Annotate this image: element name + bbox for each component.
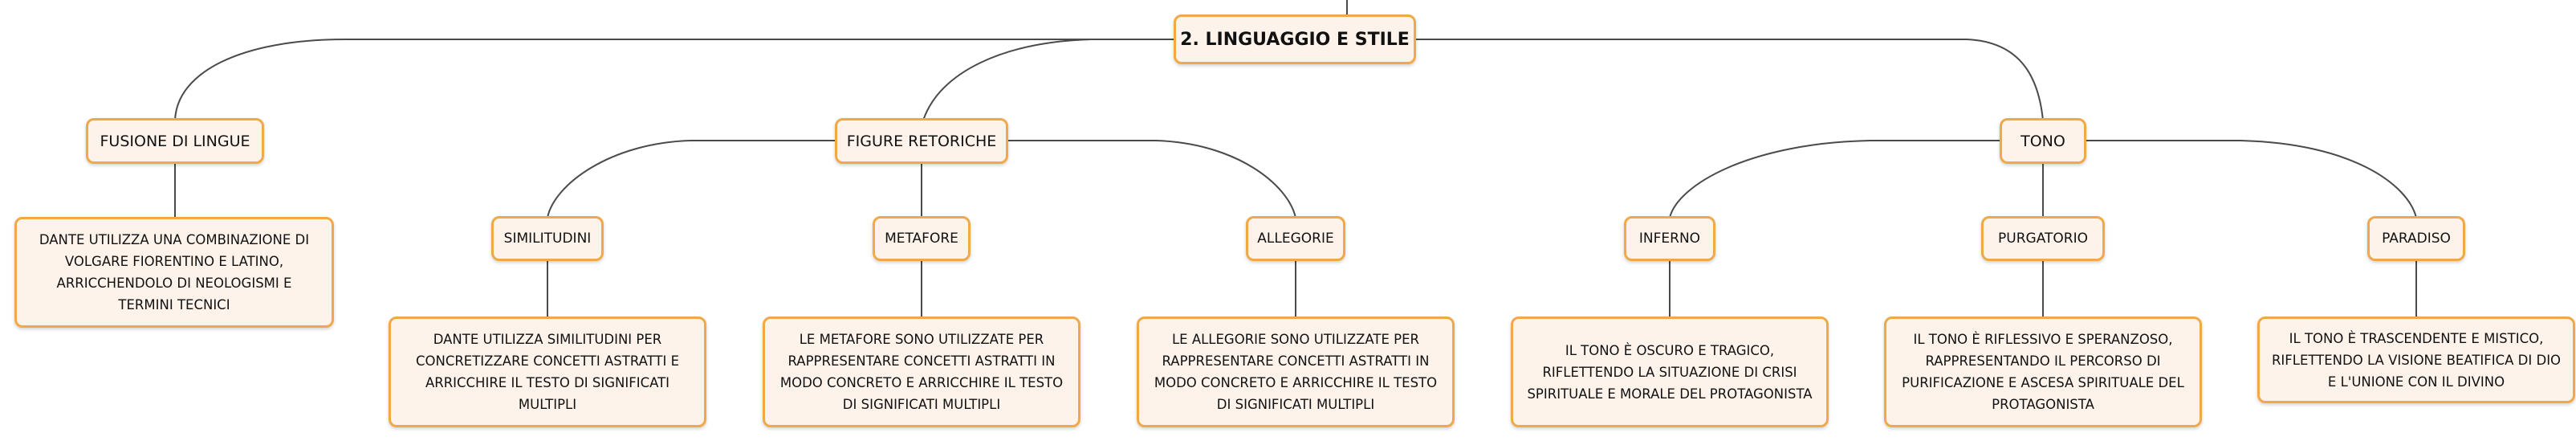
node-figure-retoriche[interactable]: FIGURE RETORICHE (835, 118, 1008, 164)
desc-similitudini[interactable]: DANTE UTILIZZA SIMILITUDINI PER CONCRETI… (389, 316, 706, 427)
node-label: ALLEGORIE (1257, 231, 1334, 247)
connector-root-tono (1416, 39, 2044, 121)
node-label: PARADISO (2382, 231, 2451, 247)
node-label: PURGATORIO (1998, 231, 2088, 247)
connector-root-fusione (174, 39, 1174, 121)
node-similitudini[interactable]: SIMILITUDINI (491, 216, 604, 261)
node-purgatorio[interactable]: PURGATORIO (1981, 216, 2105, 261)
desc-purgatorio[interactable]: IL TONO È RIFLESSIVO E SPERANZOSO, RAPPR… (1884, 316, 2202, 427)
node-label: METAFORE (885, 231, 958, 247)
node-allegorie[interactable]: ALLEGORIE (1246, 216, 1345, 261)
desc-paradiso[interactable]: IL TONO È TRASCENDENTE E MISTICO, RIFLET… (2257, 316, 2575, 403)
desc-metafore[interactable]: LE METAFORE SONO UTILIZZATE PER RAPPRESE… (763, 316, 1080, 427)
node-label: FUSIONE DI LINGUE (100, 132, 250, 150)
node-label: FIGURE RETORICHE (846, 132, 997, 150)
node-fusione-di-lingue[interactable]: FUSIONE DI LINGUE (86, 118, 264, 164)
node-label: SIMILITUDINI (503, 231, 592, 247)
desc-text: IL TONO È RIFLESSIVO E SPERANZOSO, RAPPR… (1902, 332, 2184, 412)
desc-text: LE ALLEGORIE SONO UTILIZZATE PER RAPPRES… (1154, 332, 1438, 412)
node-label: INFERNO (1638, 231, 1701, 247)
desc-text: IL TONO È TRASCENDENTE E MISTICO, RIFLET… (2271, 330, 2562, 390)
node-tono[interactable]: TONO (2000, 118, 2086, 164)
desc-fusione-di-lingue[interactable]: DANTE UTILIZZA UNA COMBINAZIONE DI VOLGA… (14, 217, 334, 328)
connector-figure-allegorie (1007, 140, 1296, 218)
root-label: 2. LINGUAGGIO E STILE (1180, 29, 1410, 50)
node-paradiso[interactable]: PARADISO (2367, 216, 2465, 261)
connector-tono-paradiso (2086, 140, 2417, 218)
node-metafore[interactable]: METAFORE (873, 216, 971, 261)
connector-tono-inferno (1669, 140, 2002, 218)
desc-inferno[interactable]: IL TONO È OSCURO E TRAGICO, RIFLETTENDO … (1511, 316, 1829, 427)
node-label: TONO (2021, 132, 2065, 150)
root-node[interactable]: 2. LINGUAGGIO E STILE (1174, 14, 1416, 64)
desc-allegorie[interactable]: LE ALLEGORIE SONO UTILIZZATE PER RAPPRES… (1137, 316, 1455, 427)
node-inferno[interactable]: INFERNO (1624, 216, 1715, 261)
desc-text: DANTE UTILIZZA UNA COMBINAZIONE DI VOLGA… (39, 232, 310, 312)
desc-text: LE METAFORE SONO UTILIZZATE PER RAPPRESE… (779, 332, 1064, 412)
connector-figure-similitudini (547, 140, 837, 218)
desc-text: DANTE UTILIZZA SIMILITUDINI PER CONCRETI… (415, 332, 680, 412)
connector-root-figure (922, 39, 1174, 121)
desc-text: IL TONO È OSCURO E TRAGICO, RIFLETTENDO … (1527, 342, 1813, 402)
